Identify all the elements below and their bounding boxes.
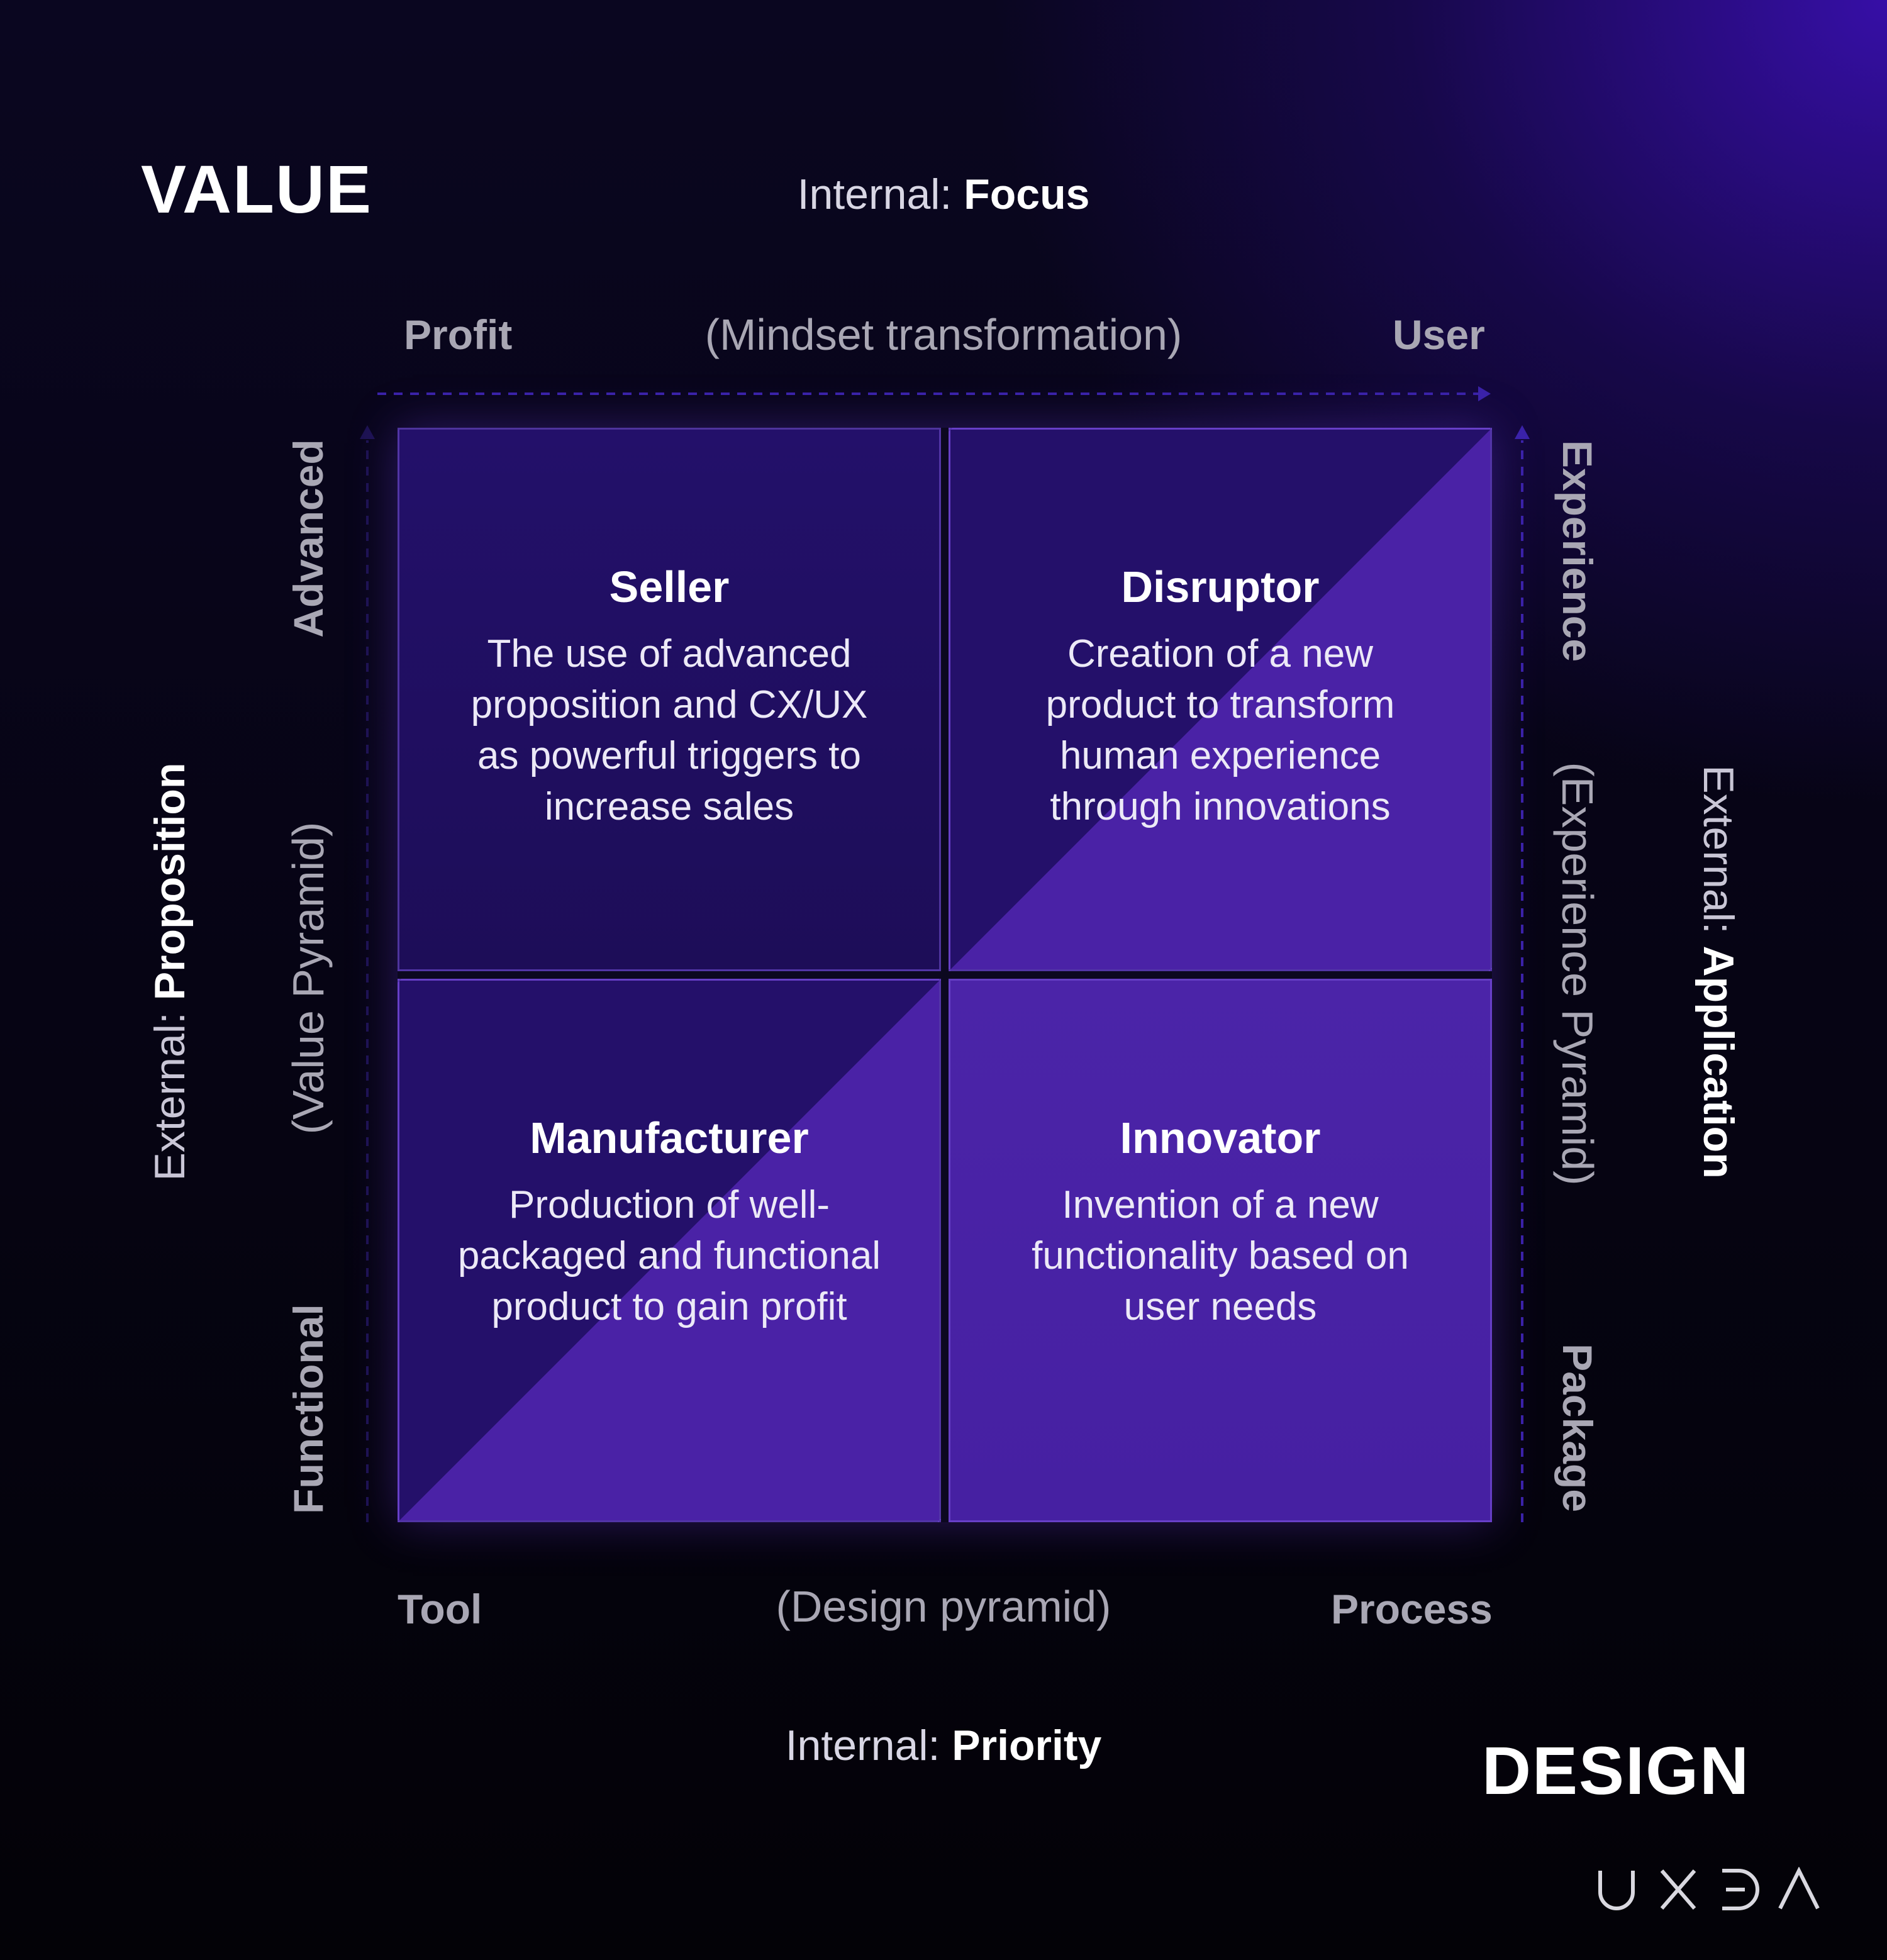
value-title: VALUE [141,151,373,227]
quadrant-seller: Seller The use of advanced proposition a… [398,428,941,971]
uxda-logo [1598,1867,1820,1910]
quadrant-innovator: Innovator Invention of a new functionali… [949,979,1492,1522]
innovator-description: Invention of a new functionality based o… [950,1179,1490,1332]
right-axis-middle: (Experience Pyramid) [1553,762,1602,1186]
top-axis-right-end: User [1393,311,1485,358]
disruptor-description: Creation of a new product to transform h… [950,628,1490,832]
left-external-bold: Proposition [146,762,194,1001]
seller-title: Seller [609,562,730,611]
design-title: DESIGN [1482,1732,1751,1808]
right-axis-top-end: Experience [1554,440,1601,662]
right-arrowhead-icon [1515,425,1530,439]
manufacturer-title: Manufacturer [530,1113,809,1162]
manufacturer-line: packaged and functional [457,1234,881,1278]
left-arrowhead-icon [360,425,375,439]
disruptor-text: Disruptor Creation of a new product to t… [950,562,1490,832]
quadrant-manufacturer: Manufacturer Production of well- package… [398,979,941,1522]
seller-line: proposition and CX/UX [470,683,868,727]
top-arrowhead-icon [1478,386,1491,401]
innovator-line: functionality based on [1032,1234,1409,1278]
logo-letter-d [1722,1869,1759,1910]
innovator-line: Invention of a new [1062,1183,1379,1227]
manufacturer-text: Manufacturer Production of well- package… [399,1113,939,1332]
top-internal-prefix: Internal: [797,170,964,218]
left-external-label: External: Proposition [145,762,194,1181]
innovator-title: Innovator [1120,1113,1321,1162]
disruptor-line: product to transform [1045,683,1395,727]
innovator-line: user needs [1123,1285,1317,1328]
seller-description: The use of advanced proposition and CX/U… [399,628,939,832]
disruptor-line: human experience [1059,734,1381,777]
right-external-label: External: Application [1694,765,1743,1178]
manufacturer-line: product to gain profit [491,1285,847,1328]
logo-letter-u [1598,1871,1635,1910]
right-axis-bottom-end: Package [1554,1344,1601,1512]
logo-letter-x [1660,1869,1696,1910]
left-external-prefix: External: [146,1000,194,1181]
horizontal-divider [398,971,1492,979]
manufacturer-description: Production of well- packaged and functio… [399,1179,939,1332]
disruptor-title: Disruptor [1121,562,1320,611]
bottom-internal-bold: Priority [952,1722,1102,1769]
quadrant-grid: Seller The use of advanced proposition a… [398,428,1492,1522]
right-external-bold: Application [1695,945,1742,1179]
bottom-internal-label: Internal: Priority [786,1721,1102,1770]
top-internal-label: Internal: Focus [798,170,1090,219]
top-internal-bold: Focus [964,170,1090,218]
seller-line: The use of advanced [487,632,852,676]
bottom-internal-prefix: Internal: [785,1722,952,1769]
top-axis-left-end: Profit [404,311,513,358]
seller-text: Seller The use of advanced proposition a… [399,562,939,832]
bottom-axis-right-end: Process [1331,1586,1493,1632]
bottom-axis-middle: (Design pyramid) [776,1582,1111,1631]
left-axis-top-end: Advanced [285,439,331,638]
seller-line: as powerful triggers to [477,734,861,777]
quadrant-disruptor: Disruptor Creation of a new product to t… [949,428,1492,971]
left-axis-middle: (Value Pyramid) [284,821,333,1135]
disruptor-line: through innovations [1050,785,1391,828]
bottom-axis-left-end: Tool [398,1586,482,1632]
seller-line: increase sales [544,785,794,828]
disruptor-line: Creation of a new [1067,632,1373,676]
right-external-prefix: External: [1695,765,1742,946]
logo-letter-a [1778,1867,1820,1910]
top-axis-middle: (Mindset transformation) [704,310,1183,359]
manufacturer-line: Production of well- [508,1183,830,1227]
left-axis-bottom-end: Functional [285,1304,331,1514]
innovator-text: Innovator Invention of a new functionali… [950,1113,1490,1332]
